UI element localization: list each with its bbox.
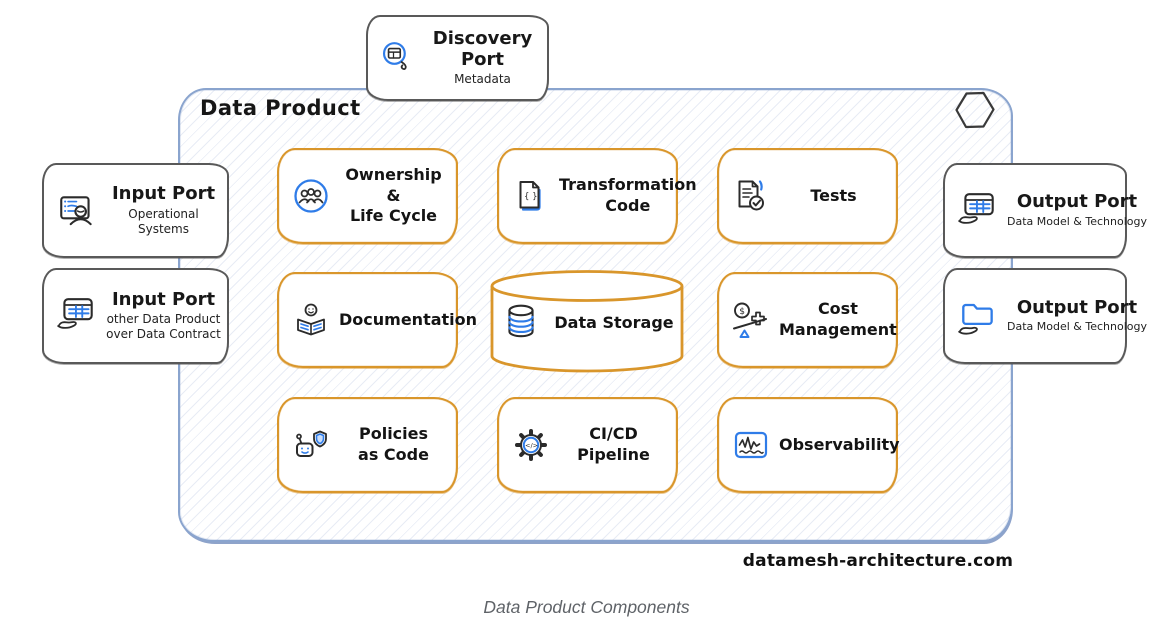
component-ownership-life-cycle: Ownership & Life Cycle [277,148,458,244]
output-port-title: Output Port [1016,191,1138,213]
figure-caption: Data Product Components [483,597,690,617]
app-window-user-icon [60,195,92,225]
checklist-check-icon [738,180,764,211]
watermark-url: datamesh-architecture.com [742,551,1014,571]
component-label: Data Storage [554,312,674,332]
input-port-other-data-product: Input Port other Data Product over Data … [42,268,229,364]
component-cicd-pipeline: </> CI/CD Pipeline [497,397,678,493]
component-data-storage: Data Storage [488,268,686,376]
component-documentation: Documentation [277,272,477,368]
component-transformation-code: { } Transformation Code [497,148,697,244]
input-port-title: Input Port [111,288,216,310]
gear-code-icon: </> [515,429,547,461]
input-port-subtitle: Operational Systems [128,206,199,236]
component-label: CI/CD Pipeline [577,424,650,464]
input-port-subtitle: other Data Product over Data Contract [106,312,221,342]
waveform-monitor-icon [734,431,768,459]
magnifier-table-icon [382,42,407,71]
team-circle-icon [294,179,328,213]
cost-balance-icon: $ [733,302,767,338]
output-port-title: Output Port [1016,296,1138,318]
database-icon [508,304,534,338]
input-port-operational-systems: Input Port Operational Systems [42,163,229,258]
component-label: Policies as Code [358,424,429,464]
component-label: Transformation Code [559,175,697,215]
output-port-data-model-2: Output Port Data Model & Technology [943,268,1147,364]
discovery-port-subtitle: Metadata [454,72,511,87]
component-observability: Observability [717,397,900,493]
component-cost-management: $ Cost Management [717,272,898,368]
data-table-hand-icon [57,298,93,329]
component-label: Documentation [339,309,478,329]
hexagon-icon [955,91,995,129]
svg-text:$: $ [739,307,745,317]
component-label: Ownership & Life Cycle [345,164,442,226]
component-label: Cost Management [779,299,897,339]
component-label: Tests [810,185,857,205]
output-port-subtitle: Data Model & Technology [1007,320,1147,334]
component-label: Observability [779,434,900,454]
folder-hand-icon [958,303,993,335]
code-document-icon: { } [519,181,541,211]
robot-shield-icon [296,430,327,457]
svg-text:</>: </> [525,442,538,450]
discovery-port-node: Discovery Port Metadata [366,15,549,101]
output-port-data-model-1: Output Port Data Model & Technology [943,163,1147,258]
data-table-hand-icon [958,192,994,224]
cylinder-shape [490,270,684,373]
component-policies-as-code: Policies as Code [277,397,458,493]
data-product-title: Data Product [200,96,361,120]
input-port-title: Input Port [111,183,216,205]
output-port-subtitle: Data Model & Technology [1007,214,1147,228]
discovery-port-title: Discovery Port [432,27,533,70]
component-tests: Tests [717,148,898,244]
svg-text:{ }: { } [524,192,538,202]
person-reading-icon [297,303,325,336]
